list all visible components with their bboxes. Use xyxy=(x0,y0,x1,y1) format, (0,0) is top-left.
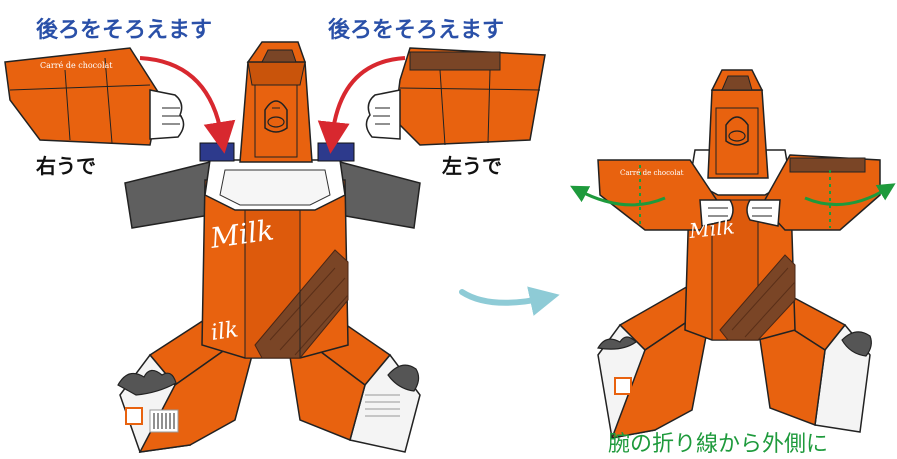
arm-print-text: Carré de chocolat xyxy=(620,169,684,177)
red-curved-arrow-right xyxy=(317,56,406,154)
chocolate-bar-print xyxy=(719,254,796,341)
label-align-back-left: 後ろをそろえます xyxy=(36,18,213,43)
teal-transition-arrow xyxy=(459,286,560,316)
gray-side-panel-left xyxy=(124,161,211,229)
brand-script-right: Milk xyxy=(687,214,736,243)
navy-tab-right xyxy=(317,142,355,162)
hand-icon xyxy=(149,89,185,140)
navy-tab-left xyxy=(199,142,235,162)
robot-left: Carré de chocolat xyxy=(4,41,546,453)
right-arm-attached: Carré de chocolat xyxy=(597,159,734,231)
face-icon xyxy=(264,100,288,133)
hand-icon xyxy=(699,199,734,227)
red-curved-arrow-left xyxy=(139,56,236,154)
right-arm-piece: Carré de chocolat xyxy=(4,47,185,146)
face-icon xyxy=(725,116,749,146)
left-arm-attached xyxy=(746,154,881,231)
barcode xyxy=(149,409,179,433)
brand-script-left-lower: ilk xyxy=(209,317,240,346)
left-foot xyxy=(117,369,177,396)
right-foot xyxy=(387,364,420,392)
left-arm-piece xyxy=(365,47,546,146)
label-fold-outward: 腕の折り線から外側に xyxy=(608,432,829,457)
green-rotation-arrow-right xyxy=(804,183,896,207)
label-right-arm: 右うで xyxy=(36,154,96,178)
robot-right: Carré de chocolat xyxy=(570,69,896,439)
arm-print-text: Carré de chocolat xyxy=(40,61,113,70)
hand-icon xyxy=(746,199,781,227)
label-align-back-right: 後ろをそろえます xyxy=(328,18,505,43)
gray-side-panel-right xyxy=(339,161,421,229)
label-left-arm: 左うで xyxy=(442,154,502,178)
green-rotation-arrow-left xyxy=(570,185,666,207)
hand-icon xyxy=(365,89,401,140)
